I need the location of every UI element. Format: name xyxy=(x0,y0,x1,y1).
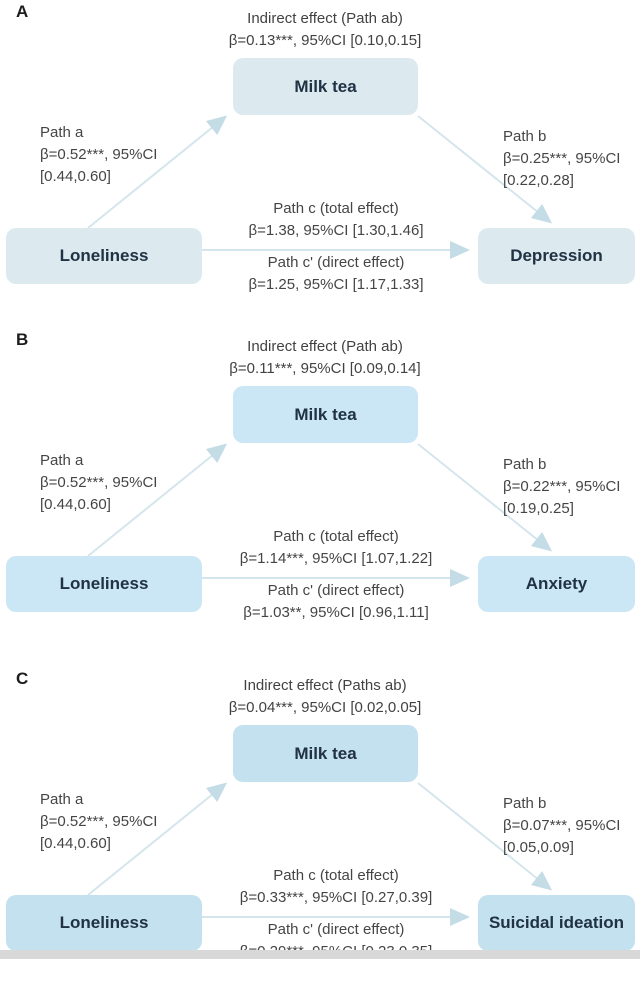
indirect-effect-title: Indirect effect (Path ab) xyxy=(247,10,403,27)
path-a-title: Path a xyxy=(40,124,84,141)
outcome-box: Suicidal ideation xyxy=(478,895,635,951)
outcome-box: Depression xyxy=(478,228,635,284)
path-b-arrow xyxy=(417,782,553,891)
mediator-label: Milk tea xyxy=(294,76,357,96)
indirect-effect-stat: β=0.11***, 95%CI [0.09,0.14] xyxy=(229,360,421,377)
mediation-figure: A Indirect effect (Path ab) β=0.13***, 9… xyxy=(0,0,640,960)
path-c-prime-title: Path c' (direct effect) xyxy=(267,921,405,938)
path-b-ci: [0.22,0.28] xyxy=(503,172,574,189)
path-b-title: Path b xyxy=(503,456,547,473)
outcome-label: Suicidal ideation xyxy=(488,913,625,932)
indirect-effect-title: Indirect effect (Path ab) xyxy=(247,338,403,355)
path-a-beta: β=0.52***, 95%CI xyxy=(40,813,158,830)
outcome-label: Anxiety xyxy=(525,574,588,593)
indirect-effect-block: Indirect effect (Paths ab) β=0.04***, 95… xyxy=(155,675,495,719)
path-b-ci: [0.05,0.09] xyxy=(503,839,574,856)
path-c-beta: β=0.33***, 95%CI [0.27,0.39] xyxy=(239,889,433,906)
path-a-beta: β=0.52***, 95%CI xyxy=(40,146,158,163)
panel-label: B xyxy=(16,330,29,349)
mediator-box: Milk tea xyxy=(233,58,418,115)
outcome-label: Depression xyxy=(510,246,603,265)
predictor-box: Loneliness xyxy=(6,228,202,284)
path-b-beta: β=0.22***, 95%CI xyxy=(503,478,621,495)
path-b-beta: β=0.25***, 95%CI xyxy=(503,150,621,167)
path-arrows xyxy=(87,782,553,926)
path-c-beta: β=1.38, 95%CI [1.30,1.46] xyxy=(248,222,424,239)
mediator-box: Milk tea xyxy=(233,386,418,443)
path-b-title: Path b xyxy=(503,795,547,812)
path-a-ci: [0.44,0.60] xyxy=(40,168,111,185)
panel-a: A Indirect effect (Path ab) β=0.13***, 9… xyxy=(0,0,640,322)
path-c-stats: Path c (total effect) β=1.14***, 95%CI [… xyxy=(186,526,486,570)
path-a-arrow xyxy=(87,443,228,557)
predictor-box: Loneliness xyxy=(6,895,202,951)
path-a-arrow xyxy=(87,115,228,229)
path-c-prime-title: Path c' (direct effect) xyxy=(267,582,405,599)
path-b-stats: Path b β=0.07***, 95%CI [0.05,0.09] xyxy=(503,793,638,859)
path-arrows xyxy=(87,115,553,259)
predictor-label: Loneliness xyxy=(59,913,149,932)
path-b-title: Path b xyxy=(503,128,547,145)
path-c-prime-beta: β=1.03**, 95%CI [0.96,1.11] xyxy=(243,604,429,621)
path-c-beta: β=1.14***, 95%CI [1.07,1.22] xyxy=(239,550,433,567)
path-b-ci: [0.19,0.25] xyxy=(503,500,574,517)
path-a-stats: Path a β=0.52***, 95%CI [0.44,0.60] xyxy=(40,450,215,516)
panel-label: C xyxy=(16,669,29,688)
predictor-box: Loneliness xyxy=(6,556,202,612)
path-a-stats: Path a β=0.52***, 95%CI [0.44,0.60] xyxy=(40,789,215,855)
panel-b: B Indirect effect (Path ab) β=0.11***, 9… xyxy=(0,322,640,645)
predictor-label: Loneliness xyxy=(59,246,149,265)
path-arrows xyxy=(87,443,553,587)
mediator-box: Milk tea xyxy=(233,725,418,782)
indirect-effect-stat: β=0.13***, 95%CI [0.10,0.15] xyxy=(228,32,422,49)
path-c-stats: Path c (total effect) β=0.33***, 95%CI [… xyxy=(186,865,486,909)
path-a-ci: [0.44,0.60] xyxy=(40,835,111,852)
path-b-arrow xyxy=(417,443,553,552)
path-c-stats: Path c (total effect) β=1.38, 95%CI [1.3… xyxy=(186,198,486,242)
path-a-title: Path a xyxy=(40,452,84,469)
path-c-title: Path c (total effect) xyxy=(273,528,399,545)
path-b-arrow xyxy=(417,115,553,224)
path-a-title: Path a xyxy=(40,791,84,808)
path-c-prime-stats: Path c' (direct effect) β=1.25, 95%CI [1… xyxy=(186,252,486,296)
indirect-effect-block: Indirect effect (Path ab) β=0.11***, 95%… xyxy=(155,336,495,380)
path-b-beta: β=0.07***, 95%CI xyxy=(503,817,621,834)
path-c-prime-stats: Path c' (direct effect) β=1.03**, 95%CI … xyxy=(186,580,486,624)
outcome-box: Anxiety xyxy=(478,556,635,612)
screenshot-bottom-edge xyxy=(0,950,640,959)
path-b-stats: Path b β=0.25***, 95%CI [0.22,0.28] xyxy=(503,126,638,192)
path-a-ci: [0.44,0.60] xyxy=(40,496,111,513)
panel-c: C Indirect effect (Paths ab) β=0.04***, … xyxy=(0,645,640,960)
panel-label: A xyxy=(16,2,29,21)
path-b-stats: Path b β=0.22***, 95%CI [0.19,0.25] xyxy=(503,454,638,520)
predictor-label: Loneliness xyxy=(59,574,149,593)
path-c-prime-beta: β=1.25, 95%CI [1.17,1.33] xyxy=(248,276,424,293)
path-c-title: Path c (total effect) xyxy=(273,200,399,217)
indirect-effect-stat: β=0.04***, 95%CI [0.02,0.05] xyxy=(228,699,422,716)
path-c-title: Path c (total effect) xyxy=(273,867,399,884)
mediator-label: Milk tea xyxy=(294,404,357,424)
path-c-prime-title: Path c' (direct effect) xyxy=(267,254,405,271)
path-a-beta: β=0.52***, 95%CI xyxy=(40,474,158,491)
mediator-label: Milk tea xyxy=(294,743,357,763)
path-a-arrow xyxy=(87,782,228,896)
indirect-effect-title: Indirect effect (Paths ab) xyxy=(243,677,407,694)
path-a-stats: Path a β=0.52***, 95%CI [0.44,0.60] xyxy=(40,122,215,188)
indirect-effect-block: Indirect effect (Path ab) β=0.13***, 95%… xyxy=(155,8,495,52)
